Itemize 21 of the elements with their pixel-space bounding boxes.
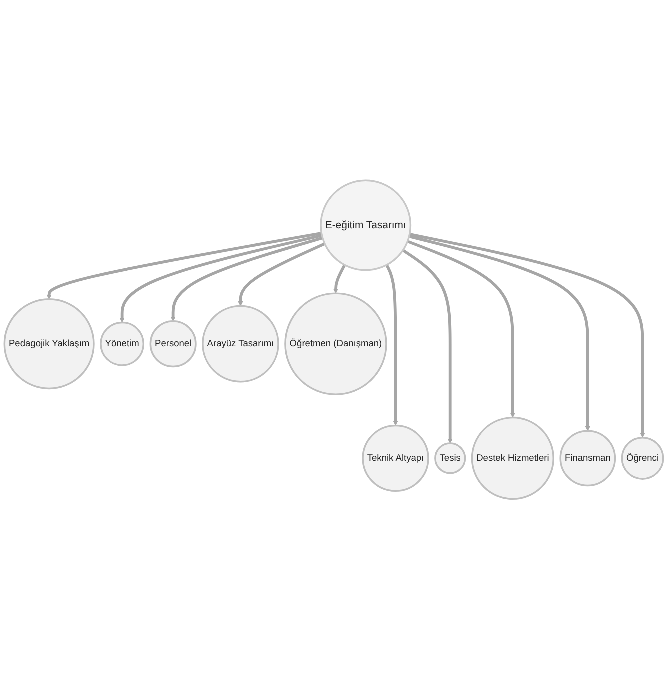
node-circle: Teknik Altyapı [362, 424, 430, 492]
arrow [410, 232, 646, 438]
node-circle: Pedagojik Yaklaşım [4, 298, 95, 390]
arrow [386, 264, 398, 426]
arrow [120, 234, 322, 323]
arrow [170, 236, 324, 322]
arrow [46, 232, 322, 300]
node-circle: Öğretmen (Danışman) [284, 292, 388, 396]
node-circle: E-eğitim Tasarımı [320, 179, 412, 271]
node-circle: Finansman [560, 430, 616, 486]
node-circle: Yönetim [100, 321, 145, 366]
node-circle: Personel [150, 320, 197, 368]
node-circle: Destek Hizmetleri [471, 416, 554, 500]
node-circle: Arayüz Tasarımı [202, 305, 280, 382]
arrow [402, 248, 453, 444]
arrow [407, 240, 516, 418]
arrow [238, 242, 326, 306]
arrow [408, 234, 590, 431]
node-circle: Tesis [434, 442, 466, 474]
node-circle: Öğrenci [621, 436, 664, 480]
arrow [333, 264, 346, 294]
